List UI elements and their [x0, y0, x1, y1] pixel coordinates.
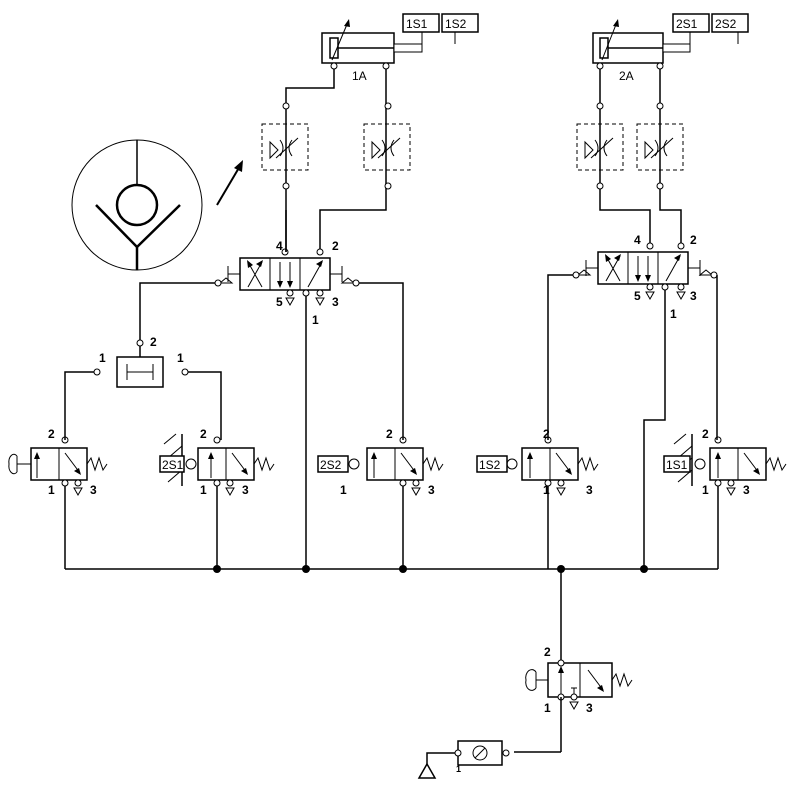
port-2-label: 2	[690, 233, 697, 247]
flow-control-2A-left	[576, 102, 624, 190]
sensor-tag: 1S1	[666, 458, 688, 472]
sensor-tag: 1S2	[479, 458, 501, 472]
port-3-label: 3	[242, 483, 249, 497]
shuttle-in-left: 1	[99, 351, 106, 365]
cylinder-2A: 2A	[592, 19, 691, 83]
port-1-label: 1	[340, 483, 347, 497]
service-unit-port-1: 1	[456, 764, 461, 774]
sensor-2S2-tag: 2S2	[715, 17, 737, 31]
signal-valve-2S1[interactable]: 2S1 2 1 3	[159, 427, 275, 497]
port-3-label: 3	[428, 483, 435, 497]
start-valve-port-1: 1	[544, 701, 551, 715]
port-5-label: 5	[634, 289, 641, 303]
start-valve[interactable]: 2 1 3	[525, 645, 633, 715]
shuttle-in-right: 1	[177, 351, 184, 365]
flow-control-1A-left	[261, 102, 309, 190]
port-3-label: 3	[90, 483, 97, 497]
port-1-label: 1	[670, 307, 677, 321]
port-1-label: 1	[200, 483, 207, 497]
pressure-source-icon	[417, 762, 437, 779]
sensor-tag: 2S2	[320, 458, 342, 472]
port-5-label: 5	[276, 295, 283, 309]
main-valve-2[interactable]: 4 2 5 3 1	[572, 233, 718, 321]
port-3-label: 3	[743, 483, 750, 497]
cylinder-label: 1A	[352, 69, 367, 83]
signal-valve-1S1[interactable]: 1S1 2 1 3	[663, 427, 787, 497]
port-1-label: 1	[48, 483, 55, 497]
service-unit: 1	[454, 740, 510, 774]
flow-control-2A-right	[636, 102, 684, 190]
flow-control-1A-right	[363, 102, 411, 190]
hatch-icon	[163, 433, 183, 483]
port-2-label: 2	[386, 427, 393, 441]
start-valve-port-3: 3	[586, 701, 593, 715]
pushbutton-icon	[525, 669, 548, 691]
port-2-label: 2	[702, 427, 709, 441]
hatch-icon	[673, 433, 693, 483]
port-4-label: 4	[276, 239, 283, 253]
check-valve-detail-callout	[71, 139, 243, 271]
signal-valve-2S2[interactable]: 2S2 2 1 3	[317, 427, 444, 497]
sensor-rail-1A: 1S1 1S2	[402, 13, 479, 44]
port-1-label: 1	[312, 313, 319, 327]
cylinder-1A: 1A	[321, 19, 423, 83]
port-3-label: 3	[690, 289, 697, 303]
port-3-label: 3	[332, 295, 339, 309]
main-valve-1[interactable]: 4 2 5 3 1	[214, 239, 360, 327]
start-valve-port-2: 2	[544, 645, 551, 659]
port-1-label: 1	[543, 483, 550, 497]
port-2-label: 2	[543, 427, 550, 441]
port-4-label: 4	[634, 233, 641, 247]
exhaust-icon	[569, 701, 579, 711]
port-2-label: 2	[200, 427, 207, 441]
sensor-tag: 2S1	[162, 458, 184, 472]
signal-valve-1S2[interactable]: 1S2 2 1 3	[476, 427, 599, 497]
sensor-1S2-tag: 1S2	[445, 17, 467, 31]
port-3-label: 3	[586, 483, 593, 497]
arrow-icon	[234, 160, 243, 172]
sensor-2S1-tag: 2S1	[676, 17, 698, 31]
shuttle-out: 2	[150, 335, 157, 349]
signal-valve-manual[interactable]: 2 1 3	[8, 427, 108, 497]
port-2-label: 2	[48, 427, 55, 441]
shuttle-valve: 1 1 2	[93, 335, 189, 388]
cylinder-label: 2A	[619, 69, 634, 83]
port-2-label: 2	[332, 239, 339, 253]
port-1-label: 1	[702, 483, 709, 497]
pushbutton-icon	[8, 453, 31, 475]
sensor-rail-2A: 2S1 2S2	[672, 13, 749, 44]
sensor-1S1-tag: 1S1	[406, 17, 428, 31]
